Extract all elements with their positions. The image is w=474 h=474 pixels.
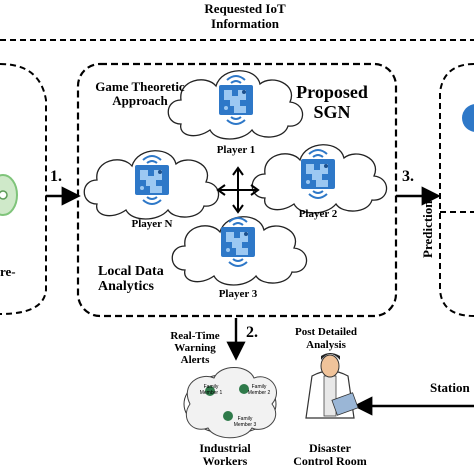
family-member-3-label: Family Member 3 <box>233 416 257 428</box>
player-n-cloud <box>83 150 220 220</box>
station-label: Station <box>430 380 470 395</box>
warning-alerts-label: Real-Time Warning Alerts <box>160 330 230 366</box>
player-1-label: Player 1 <box>216 144 256 156</box>
warning-line-1: Real-Time <box>170 330 220 342</box>
step-1-label: 1. <box>50 168 62 185</box>
left-partial-text: re- <box>0 264 16 279</box>
game-theoretic-label: Game Theoretic Approach <box>80 80 200 108</box>
header-label: Requested IoT Information <box>150 1 340 31</box>
game-theoretic-line-2: Approach <box>112 93 168 108</box>
player-2-cloud <box>251 144 388 214</box>
control-room-person-icon <box>305 353 359 419</box>
proposed-sgn-title: Proposed SGN <box>282 82 382 122</box>
post-analysis-label: Post Detailed Analysis <box>276 326 376 352</box>
post-analysis-line-1: Post Detailed <box>294 326 357 338</box>
green-node-icon <box>0 174 18 216</box>
local-data-line-1: Local Data <box>98 264 164 279</box>
control-room-line-1: Disaster <box>309 441 351 455</box>
header-line-2: Information <box>211 16 279 31</box>
right-partial-box <box>439 63 474 317</box>
workers-line-1: Industrial <box>199 441 251 455</box>
proposed-sgn-line-1: Proposed <box>296 82 368 102</box>
family-member-2-label: Family Member 2 <box>247 384 271 396</box>
game-theoretic-line-1: Game Theoretic <box>95 79 185 94</box>
player-2-label: Player 2 <box>298 208 338 220</box>
four-way-arrows-icon <box>216 166 260 214</box>
warning-line-2: Warning <box>174 342 216 354</box>
control-room-line-2: Control Room <box>293 454 367 468</box>
family-group-icon <box>183 367 277 439</box>
proposed-sgn-line-2: SGN <box>313 102 351 122</box>
warning-line-3: Alerts <box>180 354 210 366</box>
left-partial-box <box>0 63 47 315</box>
family-member-1-label: Family Member 1 <box>199 384 223 396</box>
header-line-1: Requested IoT <box>204 1 286 16</box>
player-3-label: Player 3 <box>218 288 258 300</box>
workers-line-2: Workers <box>202 454 248 468</box>
local-data-line-2: Analytics <box>98 279 154 294</box>
industrial-workers-label: Industrial Workers <box>180 442 270 468</box>
control-room-label: Disaster Control Room <box>280 442 380 468</box>
right-prediction-text: Prediction <box>420 200 435 258</box>
step-2-label: 2. <box>246 324 258 341</box>
step-3-label: 3. <box>402 168 414 185</box>
post-analysis-line-2: Analysis <box>306 339 346 351</box>
right-blue-node-icon <box>462 104 474 132</box>
player-n-label: Player N <box>131 218 173 230</box>
local-data-analytics-label: Local Data Analytics <box>98 264 208 294</box>
